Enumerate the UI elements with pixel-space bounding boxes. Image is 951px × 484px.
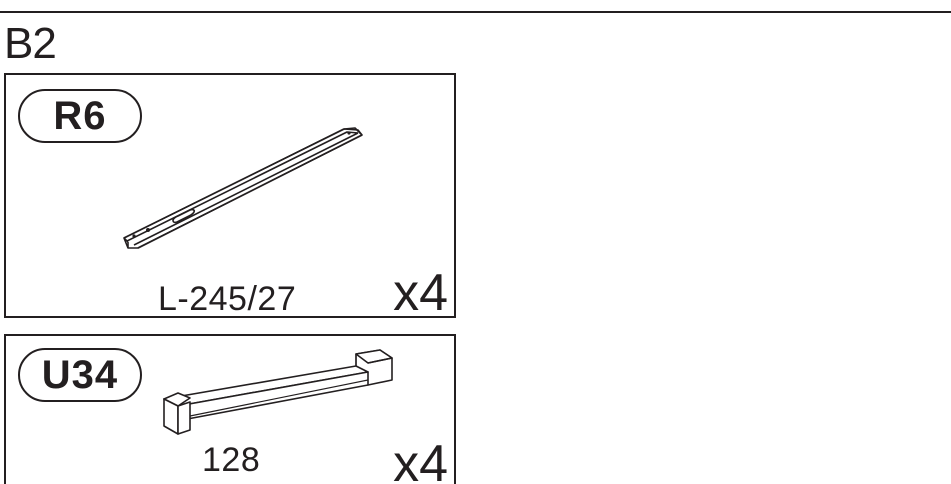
part-code-badge: U34 <box>18 348 142 402</box>
part-card-r6: R6 L-245/27 x4 <box>4 73 456 322</box>
part-code-badge: R6 <box>18 89 142 143</box>
part-dimension: L-245/27 <box>158 280 297 318</box>
top-divider <box>0 11 951 13</box>
part-quantity: x4 <box>393 264 448 322</box>
rail-bar-icon <box>123 127 363 249</box>
part-card-u34: U34 128 x4 <box>4 334 456 484</box>
handle-icon <box>163 349 393 435</box>
part-quantity: x4 <box>393 435 448 484</box>
part-dimension: 128 <box>202 441 261 479</box>
step-label: B2 <box>4 19 57 68</box>
